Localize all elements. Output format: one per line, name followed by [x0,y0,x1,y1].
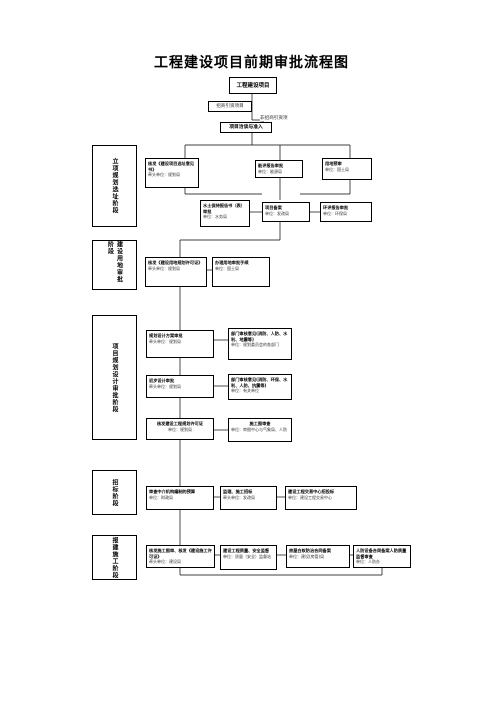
negotiation-label: 项目洽谈与准入 [229,125,263,130]
investment-box: 招商引资项目 [208,101,252,112]
prelim-design-box: 初步设计审批 牵头单位：规划局 [146,375,214,398]
prelim-design-sub: 牵头单位：规划局 [149,383,181,389]
termite-sub: 单位：建设(房管)局 [289,553,325,559]
stage-site-selection: 立项规划选址阶段 [92,145,137,227]
water-box: 水土保持报告书（表）审批 单位：水务局 [200,200,250,227]
stage-design: 项目规划设计审批阶段 [92,315,137,440]
agency-title: 审查中介机构编制的预算 [149,489,196,494]
land-approval-sub: 单位：国土局 [215,265,239,271]
stage-bidding: 招标阶段 [92,470,137,515]
dept-review1-box: 部门审核意见(消防、人防、水利、地震等) 单位：规划委员会的各部门 [228,328,292,360]
land-pre-sub: 单位：国土局 [325,166,349,172]
energy-title: 能评报告审批 [258,163,284,168]
dept-review2-box: 部门审核意见(消防、环保、水利、人防、抗震等) 单位：有关单位 [228,374,292,400]
filing-sub: 单位：发改局 [265,210,289,216]
investment-label: 招商引资项目 [216,104,244,109]
site-selection-sub: 牵头单位：规划局 [148,172,180,177]
dept-review1-sub: 单位：规划委员会的各部门 [231,342,279,347]
trading-sub: 单位：建设工程交易中心 [288,494,332,500]
quality-safety-box: 建设工程质量、安全监督 单位：质量（安全）监督站 [220,545,277,570]
site-selection-title: 核发《建设项目选址意见书》 [148,161,195,172]
filing-box: 项目备案 单位：发改局 [262,202,310,222]
eng-permit-title: 核发建设工程规划许可证 [156,421,204,426]
termite-box: 房屋白蚁防治合同备案 单位：建设(房管)局 [286,545,350,568]
agency-sub: 单位：财政局 [149,494,173,500]
eng-permit-box: 核发建设工程规划许可证 单位：规划局 [146,418,214,440]
land-permit-sub: 牵头单位：规划局 [148,265,180,271]
termite-title: 房屋白蚁防治合同备案 [289,548,331,553]
civil-defense-title: 人防设备合同备案人防质量监督审查 [356,548,407,559]
trading-title: 建设工程交易中心招投标 [288,489,335,494]
filing-title: 项目备案 [265,205,282,210]
land-pre-title: 用地预审 [325,161,342,166]
stage-construction: 报建施工阶段 [92,535,137,580]
bidding-sub: 牵头单位：发改局 [223,494,255,500]
env-box: 环评报告审批 单位：环保局 [320,202,372,222]
dept-review2-title: 部门审核意见(消防、环保、水利、人防、抗震等) [231,377,288,388]
land-permit-title: 核发《建设用地规划许可证》 [148,260,203,265]
quality-safety-sub: 单位：质量（安全）监督站 [223,553,271,559]
construction-permit-sub: 牵头单位：建设局 [149,559,181,564]
page-title: 工程建设项目前期审批流程图 [154,55,349,71]
dept-review2-sub: 单位：有关单位 [231,388,259,393]
stage-design-label: 项目规划设计审批阶段 [111,342,118,413]
stage-construction-label: 报建施工阶段 [111,536,118,579]
water-title: 水土保持报告书（表）审批 [203,203,245,214]
civil-defense-box: 人防设备合同备案人防质量监督审查 单位：人防办 [353,545,411,568]
land-pre-box: 用地预审 单位：国土局 [322,158,372,180]
negotiation-box: 项目洽谈与准入 [220,122,272,133]
stage-site-selection-label: 立项规划选址阶段 [111,158,118,214]
energy-sub: 单位：能源局 [258,168,282,174]
land-approval-box: 办理用地审批手续 单位：国土局 [212,257,270,287]
land-approval-title: 办理用地审批手续 [215,260,249,265]
plan-design-sub: 牵头单位：规划局 [149,338,181,344]
civil-defense-sub: 单位：人防办 [356,559,380,564]
stage-bidding-label: 招标阶段 [111,478,118,507]
water-sub: 单位：水务局 [203,214,227,219]
construction-permit-box: 核发施工图审、核发《建设施工许可证》 牵头单位：建设局 [146,545,215,568]
trading-box: 建设工程交易中心招投标 单位：建设工程交易中心 [285,486,357,510]
env-sub: 单位：环保局 [323,210,347,216]
stage-land: 建设用地审批阶段 [92,240,137,290]
bidding-title: 监理、施工招标 [223,489,253,494]
dept-review1-title: 部门审核意见(消防、人防、水利、地震等) [231,331,288,342]
drawing-review-sub: 单位：审图中心与气象局、人防 [231,426,287,432]
env-title: 环评报告审批 [323,205,349,210]
energy-box: 能评报告审批 单位：能源局 [255,160,303,178]
quality-safety-title: 建设工程质量、安全监督 [223,548,270,553]
construction-permit-title: 核发施工图审、核发《建设施工许可证》 [149,548,212,559]
project-box: 工程建设项目 [229,77,277,94]
drawing-review-box: 施工图审查 单位：审图中心与气象局、人防 [228,418,292,442]
agency-box: 审查中介机构编制的预算 单位：财政局 [146,486,214,510]
stage-land-label: 建设用地审批阶段 [106,241,123,283]
prelim-design-title: 初步设计审批 [149,378,175,383]
plan-design-title: 规划设计方案审批 [149,333,183,338]
site-selection-box: 核发《建设项目选址意见书》 牵头单位：规划局 [145,158,199,188]
bidding-box: 监理、施工招标 牵头单位：发改局 [220,486,277,510]
eng-permit-sub: 单位：规划局 [168,426,192,432]
plan-design-box: 规划设计方案审批 牵头单位：规划局 [146,330,214,358]
drawing-review-title: 施工图审查 [249,421,271,426]
project-label: 工程建设项目 [236,83,270,89]
land-permit-box: 核发《建设用地规划许可证》 牵头单位：规划局 [145,257,207,287]
